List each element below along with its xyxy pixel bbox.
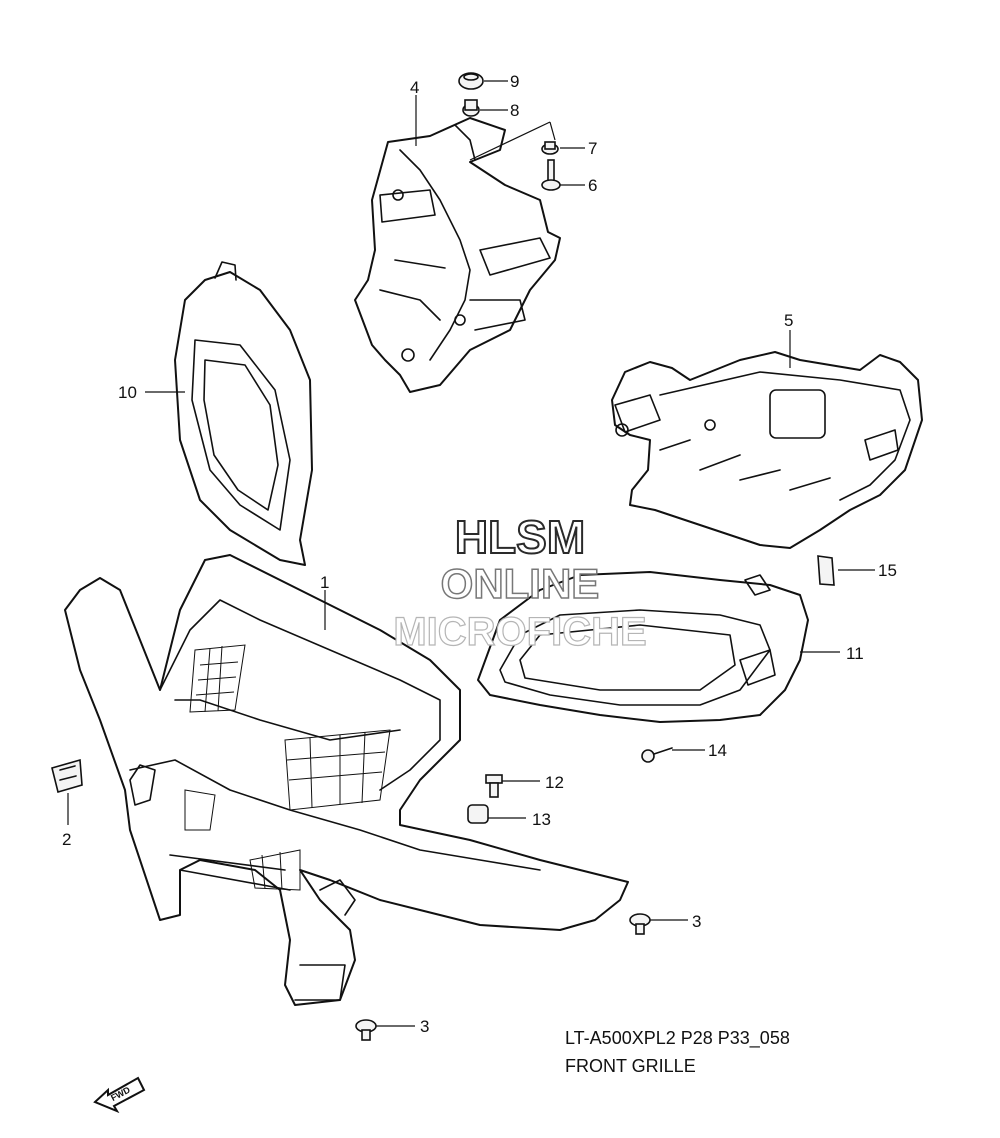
part-5-headlight-housing[interactable]: [611, 351, 923, 549]
callout-10: 10: [118, 383, 137, 402]
part-2-clip[interactable]: [51, 758, 83, 794]
part-9-grommet[interactable]: [458, 72, 484, 90]
part-12-screw[interactable]: [485, 774, 503, 798]
callout-14: 14: [708, 741, 727, 760]
callout-15: 15: [878, 561, 897, 580]
callout-3-bottom: 3: [420, 1017, 429, 1036]
part-13-grommet[interactable]: [467, 804, 489, 824]
callout-3-right: 3: [692, 912, 701, 931]
part-11-headlight-bezel[interactable]: [477, 571, 809, 723]
part-15-nut-clip[interactable]: [817, 555, 835, 586]
diagram-reference: LT-A500XPL2 P28 P33_058: [565, 1028, 790, 1048]
part-8-collar[interactable]: [462, 99, 480, 117]
part-3-rivet-b[interactable]: [355, 1019, 377, 1041]
callout-9: 9: [510, 72, 519, 91]
callout-6: 6: [588, 176, 597, 195]
callout-4: 4: [410, 78, 419, 97]
fwd-arrow-icon: FWD: [93, 1076, 146, 1114]
callout-11: 11: [846, 644, 864, 663]
part-14-screw[interactable]: [641, 747, 673, 763]
diagram-title: FRONT GRILLE: [565, 1056, 696, 1076]
callout-5: 5: [784, 311, 793, 330]
part-3-rivet-a[interactable]: [629, 913, 651, 935]
callout-1: 1: [320, 573, 329, 592]
leader-lines: [67, 80, 875, 1027]
part-10-headlight-bezel[interactable]: [174, 261, 313, 566]
callout-8: 8: [510, 101, 519, 120]
part-6-bolt[interactable]: [541, 159, 561, 191]
callout-7: 7: [588, 139, 597, 158]
part-1-front-grille[interactable]: [64, 554, 629, 1006]
part-4-headlight-bracket[interactable]: [354, 117, 561, 393]
callout-13: 13: [532, 810, 551, 829]
part-7-washer[interactable]: [541, 141, 559, 155]
callout-2: 2: [62, 830, 71, 849]
callout-12: 12: [545, 773, 564, 792]
